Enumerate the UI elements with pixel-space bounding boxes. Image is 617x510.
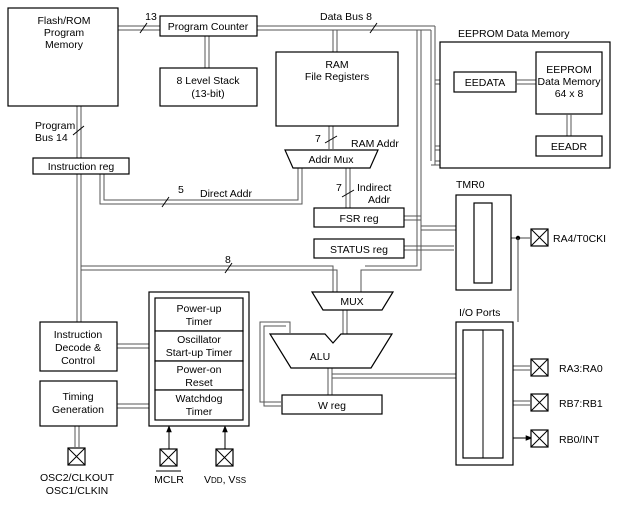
pin-vdd-vss: VDD, VSS: [204, 448, 246, 486]
svg-text:Control: Control: [61, 355, 95, 367]
mux: MUX: [310, 291, 395, 311]
pin-osc: OSC2/CLKOUT OSC1/CLKIN: [40, 447, 115, 497]
timing-generation: Timing Generation: [39, 380, 118, 427]
addr-mux: Addr Mux: [284, 149, 379, 169]
svg-text:EEDATA: EEDATA: [465, 77, 505, 89]
svg-text:Program Counter: Program Counter: [168, 21, 249, 33]
svg-text:Timer: Timer: [186, 316, 213, 328]
fsr-reg: FSR reg: [313, 207, 405, 228]
svg-text:64 x 8: 64 x 8: [555, 88, 584, 100]
tmr0: TMR0: [455, 179, 512, 291]
svg-text:EEADR: EEADR: [551, 141, 588, 153]
bus-8-label: 8: [225, 254, 231, 266]
data-bus-label: Data Bus 8: [320, 11, 372, 23]
svg-text:Generation: Generation: [52, 404, 104, 416]
direct-addr-width: 5: [178, 184, 184, 196]
svg-text:Flash/ROM: Flash/ROM: [37, 15, 90, 27]
svg-text:W reg: W reg: [318, 400, 346, 412]
pin-rb0: RB0/INT: [530, 429, 600, 448]
io-ports: I/O Ports: [455, 307, 514, 466]
indirect-addr-label: Indirect: [357, 182, 392, 194]
svg-text:(13-bit): (13-bit): [191, 88, 224, 100]
ram-addr-width: 7: [315, 133, 321, 145]
timers-group: Power-up Timer Oscillator Start-up Timer…: [148, 291, 250, 427]
svg-text:OSC1/CLKIN: OSC1/CLKIN: [46, 485, 108, 497]
svg-text:Timer: Timer: [186, 406, 213, 418]
svg-text:Instruction: Instruction: [54, 329, 103, 341]
svg-text:STATUS reg: STATUS reg: [330, 244, 388, 256]
svg-text:RA4/T0CKI: RA4/T0CKI: [553, 233, 606, 245]
bus-13-label: 13: [145, 11, 157, 23]
svg-text:Addr Mux: Addr Mux: [309, 154, 355, 166]
svg-text:RA3:RA0: RA3:RA0: [559, 363, 603, 375]
svg-text:RB0/INT: RB0/INT: [559, 434, 600, 446]
svg-text:EEPROM Data Memory: EEPROM Data Memory: [458, 28, 570, 40]
eeprom-group: EEPROM Data Memory EEDATA EEPROM Data Me…: [439, 28, 611, 169]
svg-text:EEPROM: EEPROM: [546, 64, 592, 76]
svg-text:Power-up: Power-up: [177, 303, 222, 315]
program-bus-label: Program: [35, 120, 76, 132]
svg-text:Timing: Timing: [62, 391, 93, 403]
svg-text:Memory: Memory: [45, 39, 84, 51]
svg-text:Program: Program: [44, 27, 85, 39]
stack: 8 Level Stack (13-bit): [159, 67, 258, 107]
svg-text:Start-up Timer: Start-up Timer: [166, 347, 233, 359]
ram-file-registers: RAM File Registers: [275, 51, 399, 127]
indirect-addr-width: 7: [336, 182, 342, 194]
svg-text:File Registers: File Registers: [305, 71, 369, 83]
w-reg: W reg: [281, 394, 383, 415]
pin-mclr: MCLR: [154, 448, 184, 486]
svg-text:8 Level Stack: 8 Level Stack: [176, 75, 240, 87]
direct-addr-label: Direct Addr: [200, 188, 252, 200]
svg-text:Watchdog: Watchdog: [176, 393, 223, 405]
svg-text:MUX: MUX: [340, 296, 363, 308]
pin-rb7: RB7:RB1: [530, 393, 603, 412]
flash-memory: Flash/ROM Program Memory: [7, 7, 119, 107]
pin-ra3: RA3:RA0: [530, 358, 603, 377]
ram-addr-label: RAM Addr: [351, 138, 399, 150]
program-counter: Program Counter: [159, 15, 258, 37]
svg-text:OSC2/CLKOUT: OSC2/CLKOUT: [40, 472, 115, 484]
svg-text:RAM: RAM: [325, 59, 348, 71]
svg-text:I/O Ports: I/O Ports: [459, 307, 500, 319]
svg-text:Reset: Reset: [185, 377, 213, 389]
svg-text:TMR0: TMR0: [456, 179, 485, 191]
pin-ra4: RA4/T0CKI: [530, 228, 606, 247]
svg-text:Power-on: Power-on: [177, 364, 222, 376]
instruction-reg: Instruction reg: [32, 157, 130, 175]
status-reg: STATUS reg: [313, 238, 405, 259]
svg-text:Decode &: Decode &: [55, 342, 101, 354]
alu: ALU: [268, 333, 394, 369]
svg-text:RB7:RB1: RB7:RB1: [559, 398, 603, 410]
svg-text:Oscillator: Oscillator: [177, 334, 221, 346]
svg-text:VDD, VSS: VDD, VSS: [204, 474, 246, 486]
indirect-addr-label-2: Addr: [368, 194, 391, 206]
instruction-decode: Instruction Decode & Control: [39, 321, 118, 372]
svg-text:Data Memory: Data Memory: [537, 76, 601, 88]
svg-text:Instruction reg: Instruction reg: [48, 161, 115, 173]
program-bus-width: Bus 14: [35, 132, 68, 144]
svg-text:FSR reg: FSR reg: [339, 213, 378, 225]
svg-text:MCLR: MCLR: [154, 474, 184, 486]
svg-text:ALU: ALU: [310, 351, 330, 363]
